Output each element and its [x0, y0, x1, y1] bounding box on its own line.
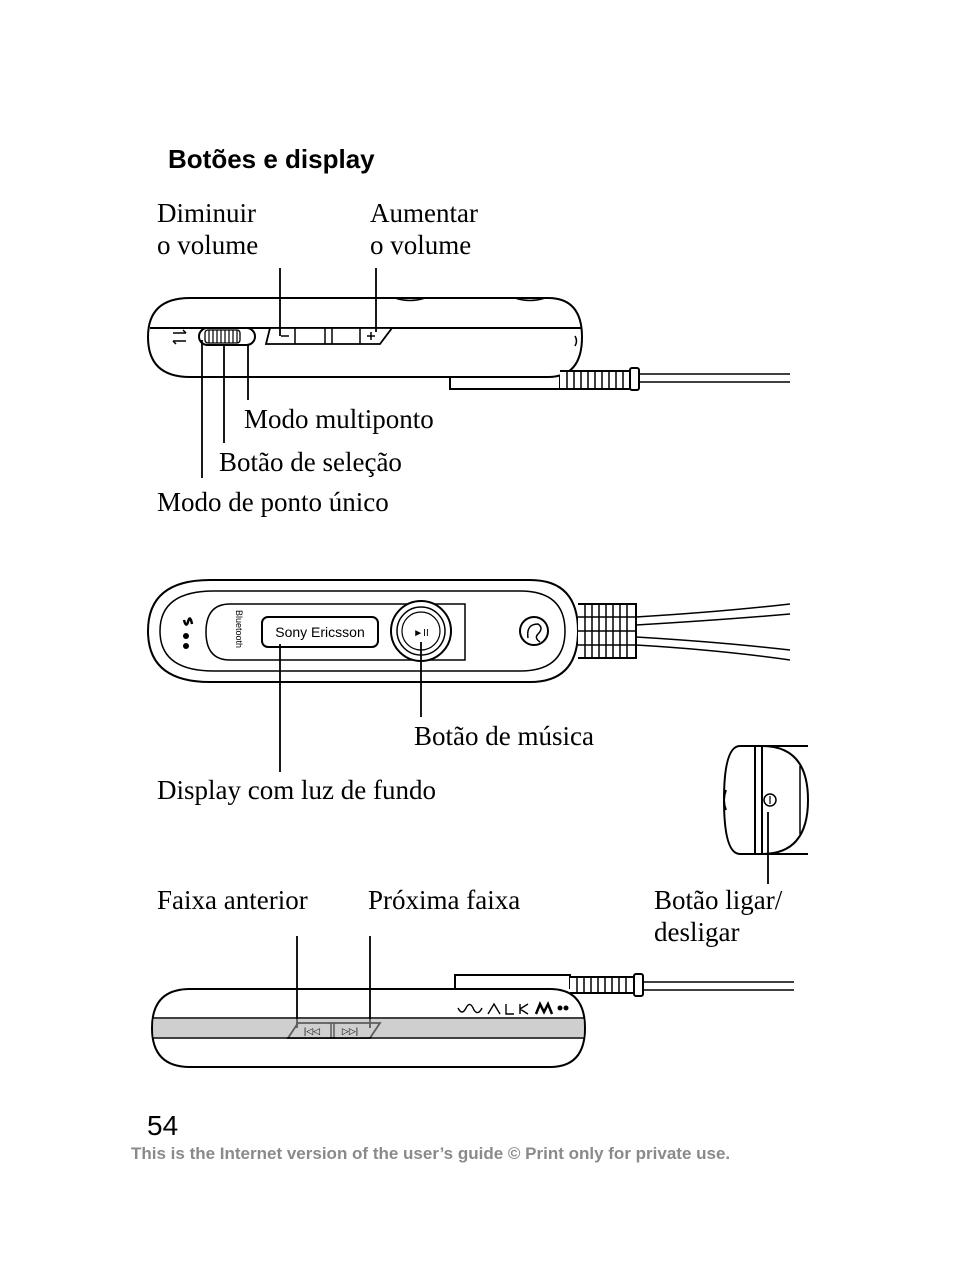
display-brand-text: Sony Ericsson — [275, 624, 364, 640]
next-track-icon: ▷▷| — [342, 1026, 358, 1036]
label-select-button: Botão de seleção — [219, 447, 402, 477]
previous-track-icon: |◁◁ — [304, 1026, 320, 1036]
label-power-button: Botão ligar/ desligar — [654, 885, 783, 947]
label-previous-track: Faixa anterior — [157, 885, 308, 915]
device-top-view — [146, 297, 790, 391]
label-volume-up: Aumentar o volume — [370, 198, 478, 260]
label-multipoint-mode: Modo multiponto — [244, 404, 434, 434]
label-backlit-display: Display com luz de fundo — [157, 775, 436, 805]
bluetooth-label: Bluetooth — [234, 610, 244, 648]
label-music-button: Botão de música — [414, 721, 594, 751]
play-pause-icon: ►II — [413, 628, 428, 639]
label-single-point-mode: Modo de ponto único — [157, 487, 389, 517]
page-number: 54 — [147, 1110, 179, 1141]
section-title: Botões e display — [168, 144, 375, 174]
page-footer: This is the Internet version of the user… — [131, 1144, 731, 1163]
label-volume-down: Diminuir o volume — [157, 198, 259, 260]
device-front-view — [146, 579, 791, 683]
label-next-track: Próxima faixa — [368, 885, 521, 915]
device-side-view — [722, 745, 810, 855]
